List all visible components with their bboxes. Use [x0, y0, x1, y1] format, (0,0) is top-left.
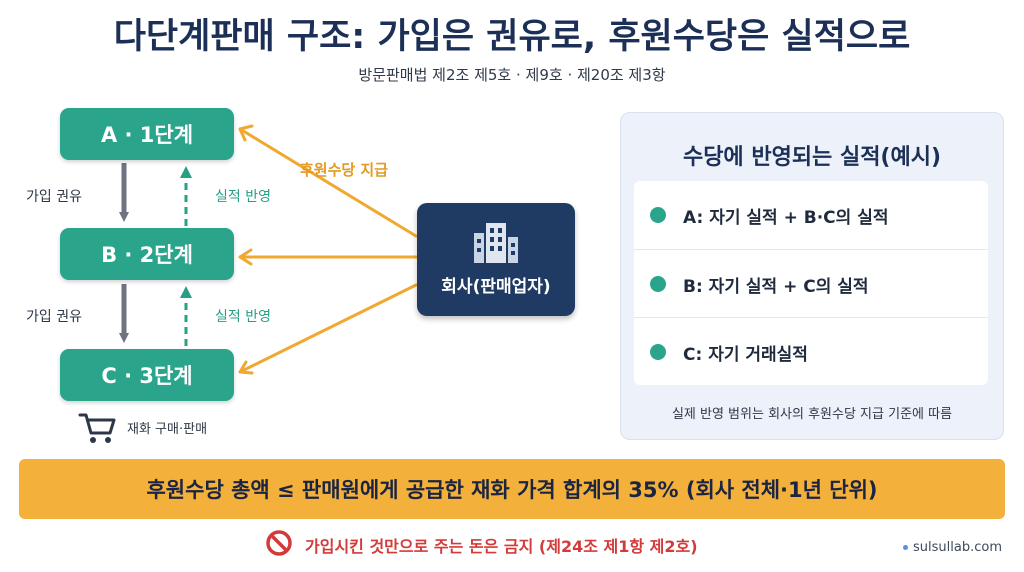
join-label-2: 가입 권유 [26, 309, 82, 325]
bullet-dot-icon [650, 344, 666, 360]
payment-arrowhead-b [238, 248, 253, 266]
dot-icon [903, 545, 909, 550]
site-credit: sulsullab.com [903, 540, 1002, 555]
level-box-c: C · 3단계 [60, 349, 234, 401]
prohibition-text: 가입시킨 것만으로 주는 돈은 금지 (제24조 제1항 제2호) [305, 537, 698, 556]
list-item: A: 자기 실적 + B·C의 실적 [634, 181, 988, 249]
payment-arrowhead-a [238, 124, 254, 142]
payment-label: 후원수당 지급 [300, 161, 389, 179]
bullet-dot-icon [650, 207, 666, 223]
building-icon [470, 219, 522, 269]
panel-list: A: 자기 실적 + B·C의 실적 B: 자기 실적 + C의 실적 C: 자… [634, 181, 988, 385]
panel-title: 수당에 반영되는 실적(예시) [682, 145, 942, 170]
page-subtitle: 방문판매법 제2조 제5호 · 제9호 · 제20조 제3항 [358, 66, 666, 84]
company-box: 회사(판매업자) [417, 203, 575, 316]
list-item-text: C: 자기 거래실적 [683, 344, 808, 365]
join-label-1: 가입 권유 [26, 189, 82, 205]
company-label: 회사(판매업자) [441, 277, 551, 297]
bullet-dot-icon [650, 276, 666, 292]
payment-arrow-c [238, 283, 418, 374]
page-title: 다단계판매 구조: 가입은 권유로, 후원수당은 실적으로 [113, 17, 911, 57]
panel-note: 실제 반영 범위는 회사의 후원수당 지급 기준에 따름 [671, 407, 953, 422]
list-item: B: 자기 실적 + C의 실적 [634, 249, 988, 318]
performance-label-2: 실적 반영 [215, 309, 271, 325]
prohibition-notice: 가입시킨 것만으로 주는 돈은 금지 (제24조 제1항 제2호) [265, 530, 698, 560]
rule-banner: 후원수당 총액 ≤ 판매원에게 공급한 재화 가격 합계의 35% (회사 전체… [19, 459, 1005, 519]
cart-icon [78, 411, 118, 449]
payment-arrowhead-c [238, 360, 254, 375]
level-box-b: B · 2단계 [60, 228, 234, 280]
prohibited-icon [265, 529, 293, 561]
list-item-text: A: 자기 실적 + B·C의 실적 [683, 207, 889, 228]
level-box-a: A · 1단계 [60, 108, 234, 160]
list-item: C: 자기 거래실적 [634, 317, 988, 386]
list-item-text: B: 자기 실적 + C의 실적 [683, 276, 869, 297]
site-label: sulsullab.com [913, 540, 1002, 555]
performance-label-1: 실적 반영 [215, 189, 271, 205]
payment-arrow-a [238, 127, 418, 238]
purchase-label: 재화 구매·판매 [127, 422, 208, 437]
performance-panel: 수당에 반영되는 실적(예시) A: 자기 실적 + B·C의 실적 B: 자기… [620, 112, 1004, 440]
